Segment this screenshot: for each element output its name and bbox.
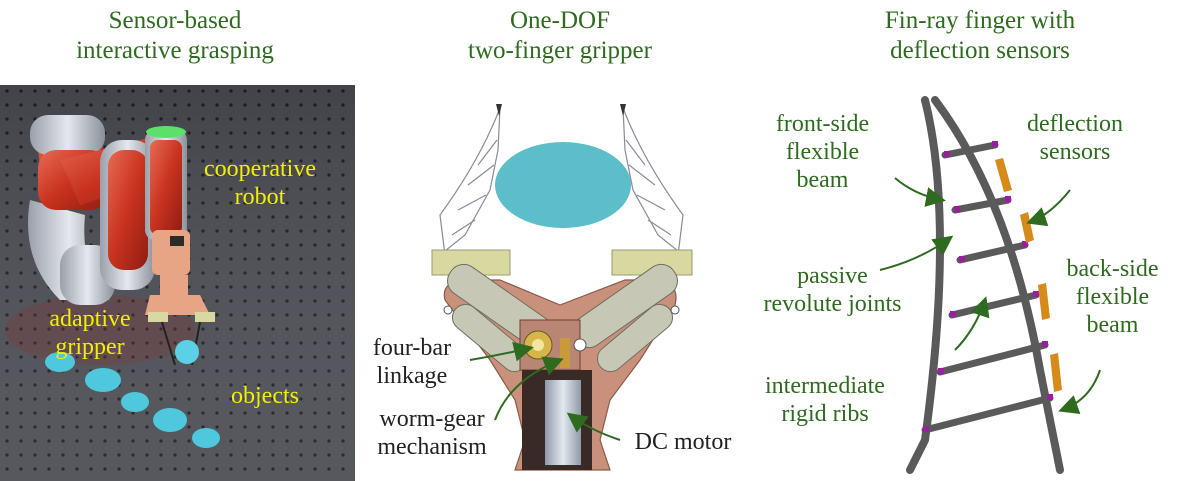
- label-deflection-sensors: deflection sensors: [1010, 110, 1140, 166]
- label-line: worm-gear: [379, 406, 485, 432]
- label-objects: objects: [231, 383, 299, 409]
- label-intermediate-rigid-ribs: intermediate rigid ribs: [750, 372, 900, 428]
- label-line: cooperative: [204, 156, 316, 182]
- title-line: two-finger gripper: [468, 37, 652, 64]
- label-line: intermediate: [765, 373, 885, 399]
- label-line: deflection: [1027, 111, 1123, 137]
- label-line: beam: [796, 167, 849, 193]
- objects: [45, 340, 220, 448]
- label-line: four-bar: [372, 335, 452, 361]
- label-line: front-side: [775, 111, 870, 137]
- label-line: revolute joints: [763, 291, 902, 317]
- title-line: interactive grasping: [76, 37, 274, 64]
- panel-title-finger: Fin-ray finger with deflection sensors: [845, 6, 1115, 66]
- deflection-sensors: [995, 158, 1062, 392]
- label-line: linkage: [376, 363, 448, 389]
- label-cooperative-robot: cooperative robot: [190, 155, 330, 211]
- joints: [923, 141, 1053, 432]
- label-four-bar-linkage: four-bar linkage: [362, 334, 462, 390]
- panel-title-gripper: One-DOF two-finger gripper: [420, 6, 700, 66]
- label-line: beam: [1086, 312, 1139, 338]
- title-line: Sensor-based: [108, 7, 242, 34]
- back-side-beam: [931, 96, 1064, 474]
- label-line: mechanism: [377, 434, 487, 460]
- label-front-side-beam: front-side flexible beam: [760, 110, 885, 194]
- title-line: deflection sensors: [890, 37, 1070, 64]
- robot-scene: [0, 85, 355, 481]
- label-worm-gear-mechanism: worm-gear mechanism: [362, 405, 502, 461]
- label-line: flexible: [785, 139, 860, 165]
- grasped-object: [495, 142, 631, 228]
- label-line: sensors: [1039, 139, 1111, 165]
- label-line: robot: [234, 184, 286, 210]
- label-line: flexible: [1075, 284, 1150, 310]
- title-line: Fin-ray finger with: [884, 7, 1076, 34]
- label-back-side-beam: back-side flexible beam: [1050, 255, 1175, 339]
- label-line: back-side: [1066, 256, 1159, 282]
- label-line: passive: [797, 263, 868, 289]
- label-line: adaptive: [49, 306, 131, 332]
- label-line: gripper: [55, 334, 125, 360]
- gripper-fingers: [439, 107, 684, 256]
- title-line: One-DOF: [510, 7, 610, 34]
- dc-motor: [545, 380, 581, 465]
- robot-arm: [28, 115, 190, 305]
- adaptive-gripper-model: [145, 275, 215, 366]
- panel-title-robot: Sensor-based interactive grasping: [40, 6, 310, 66]
- label-adaptive-gripper: adaptive gripper: [35, 305, 145, 361]
- label-line: rigid ribs: [781, 401, 869, 427]
- label-passive-revolute-joints: passive revolute joints: [745, 262, 920, 318]
- label-dc-motor: DC motor: [634, 429, 732, 455]
